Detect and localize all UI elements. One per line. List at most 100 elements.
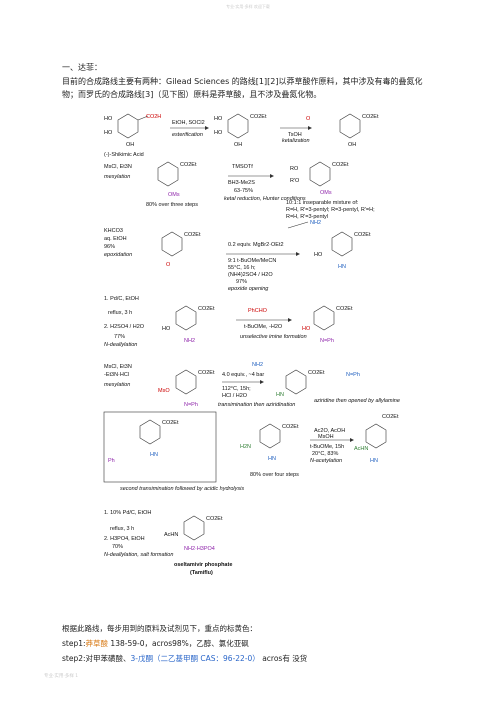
svg-text:OH: OH [348,142,356,148]
svg-text:Ph: Ph [108,458,115,464]
section-heading: 一、达菲： [62,63,102,72]
svg-text:2. H2SO4 / H2O: 2. H2SO4 / H2O [104,324,145,330]
page-header: 专业·实用·多样 欢迎下载 [226,4,270,9]
svg-text:NH2·H3PO4: NH2·H3PO4 [184,546,215,552]
svg-text:N-deallylation: N-deallylation [104,342,137,348]
svg-text:t-BuOMe, -H2O: t-BuOMe, -H2O [244,324,283,330]
svg-text:(Tamiflu): (Tamiflu) [190,570,213,576]
svg-text:HCl / H2O: HCl / H2O [222,393,248,399]
svg-text:ketalization: ketalization [282,138,310,144]
scheme-row-5: MsCl, Et3N -Et3N·HCl mesylation CO2Et Ms… [104,362,400,408]
svg-text:10:1:1 inseparable mixture of:: 10:1:1 inseparable mixture of: [286,200,359,206]
scheme-row-7: 1. 10% Pd/C, EtOH reflux, 3 h 2. H3PO4, … [104,510,232,576]
svg-text:97%: 97% [236,279,247,285]
svg-text:63-75%: 63-75% [234,188,253,194]
svg-text:0.2 equiv. MgBr2·OEt2: 0.2 equiv. MgBr2·OEt2 [228,242,284,248]
svg-text:80% over three steps: 80% over three steps [146,202,198,208]
svg-text:CO2Et: CO2Et [198,370,215,376]
svg-text:ketal reduction, Hunter condit: ketal reduction, Hunter conditions [224,196,306,202]
svg-text:mesylation: mesylation [104,382,130,388]
step2-prefix: step2:对甲苯磺酸、 [62,654,131,663]
svg-text:CO2Et: CO2Et [282,424,299,430]
svg-text:CO2Et: CO2Et [362,114,379,120]
svg-text:HN: HN [370,458,378,464]
svg-text:HN: HN [150,452,158,458]
svg-text:NH2: NH2 [252,362,263,368]
svg-text:BH3-Me2S: BH3-Me2S [228,180,255,186]
svg-text:OMs: OMs [168,192,180,198]
step2-line: step2:对甲苯磺酸、3-戊酮（二乙基甲酮 CAS：96-22-0） acro… [62,651,307,666]
svg-text:R=H, R'=3-pentyl: R=H, R'=3-pentyl [286,214,328,220]
svg-text:20°C, 83%: 20°C, 83% [312,451,338,457]
svg-text:unselective imine formation: unselective imine formation [240,334,307,340]
svg-text:N-acetylation: N-acetylation [310,458,342,464]
svg-text:N-deallylation, salt formation: N-deallylation, salt formation [104,552,173,558]
scheme-row-6: CO2Et Ph HN second transimination follow… [103,411,399,492]
svg-text:HN: HN [276,392,284,398]
svg-text:O: O [306,116,311,122]
svg-text:CO2Et: CO2Et [336,306,353,312]
svg-text:KHCO3: KHCO3 [104,228,123,234]
svg-text:CO2Et: CO2Et [250,114,267,120]
scheme-row-3: KHCO3 aq. EtOH 96% epoxidation CO2Et O N… [104,220,371,292]
svg-text:HN: HN [338,264,346,270]
svg-text:HO: HO [162,326,171,332]
svg-text:HO: HO [302,326,311,332]
svg-text:Ac2O, AcOH: Ac2O, AcOH [314,428,345,434]
scheme-row-2: MsCl, Et3N mesylation CO2Et OMs 80% over… [104,161,375,220]
svg-text:HO: HO [214,116,223,122]
svg-text:4.0 equiv., ~4 bar: 4.0 equiv., ~4 bar [222,372,264,378]
svg-text:CO2Et: CO2Et [184,232,201,238]
svg-text:N=Ph: N=Ph [320,338,334,344]
svg-text:CO2Et: CO2Et [180,162,197,168]
svg-text:80% over four steps: 80% over four steps [250,472,299,478]
svg-text:9:1 t-BuOMe/MeCN: 9:1 t-BuOMe/MeCN [228,258,276,264]
svg-text:-Et3N·HCl: -Et3N·HCl [104,372,129,378]
svg-text:AcHN: AcHN [354,446,368,452]
svg-text:CO2H: CO2H [146,114,161,120]
svg-text:CO2Et: CO2Et [382,414,399,420]
svg-text:CO2Et: CO2Et [354,232,371,238]
svg-text:R'O: R'O [290,178,300,184]
svg-text:MsCl, Et3N: MsCl, Et3N [104,164,132,170]
svg-text:reflux, 3 h: reflux, 3 h [110,526,134,532]
svg-text:NH2: NH2 [184,338,195,344]
svg-text:HN: HN [268,456,276,462]
svg-text:55°C, 16 h;: 55°C, 16 h; [228,265,256,271]
svg-text:1. 10% Pd/C, EtOH: 1. 10% Pd/C, EtOH [104,510,151,516]
step1-line: step1:莽草酸 138-59-0，acros98%，乙醇、氯化亚砜 [62,636,307,651]
steps-section: 根据此路线，每步用到的原料及试剂见下，重点的标黄色： step1:莽草酸 138… [62,621,307,666]
svg-text:MsO: MsO [158,388,170,394]
svg-text:77%: 77% [114,334,125,340]
svg-text:70%: 70% [112,544,123,550]
synthesis-scheme: CO2H HO HO OH (-)-Shikimic Acid EtOH, SO… [103,113,400,576]
svg-text:aziridine then opened by allyl: aziridine then opened by allylamine [314,398,400,404]
svg-text:N=Ph: N=Ph [184,402,198,408]
svg-text:1. Pd/C, EtOH: 1. Pd/C, EtOH [104,296,139,302]
svg-text:TMSOTf: TMSOTf [232,164,253,170]
svg-text:H2N: H2N [240,444,251,450]
svg-text:CO2Et: CO2Et [198,306,215,312]
intro-paragraph: 目前的合成路线主要有两种：Gilead Sciences 的路线[1][2]以莽… [62,77,423,99]
step2-highlight: 3-戊酮（二乙基甲酮 CAS：96-22-0） [130,654,260,663]
svg-text:epoxidation: epoxidation [104,252,132,258]
step2-rest: acros有 没货 [262,654,308,663]
svg-text:HO: HO [214,130,223,136]
step1-prefix: step1: [62,639,86,648]
scheme-row-1: CO2H HO HO OH (-)-Shikimic Acid EtOH, SO… [104,113,379,158]
svg-text:(NH4)2SO4 / H2O: (NH4)2SO4 / H2O [228,272,273,278]
svg-text:RO: RO [290,166,299,172]
svg-text:N=Ph: N=Ph [346,372,360,378]
svg-text:mesylation: mesylation [104,174,130,180]
svg-text:reflux, 3 h: reflux, 3 h [108,310,132,316]
svg-text:PhCHO: PhCHO [248,308,268,314]
svg-text:epoxide opening: epoxide opening [228,286,269,292]
steps-intro: 根据此路线，每步用到的原料及试剂见下，重点的标黄色： [62,624,257,633]
svg-text:CO2Et: CO2Et [206,516,223,522]
step1-highlight: 莽草酸 [85,639,109,648]
svg-text:transimination then aziridinat: transimination then aziridination [218,402,295,408]
svg-text:CO2Et: CO2Et [308,370,325,376]
svg-text:aq. EtOH: aq. EtOH [104,236,127,242]
svg-text:96%: 96% [104,244,115,250]
svg-text:CO2Et: CO2Et [332,162,349,168]
